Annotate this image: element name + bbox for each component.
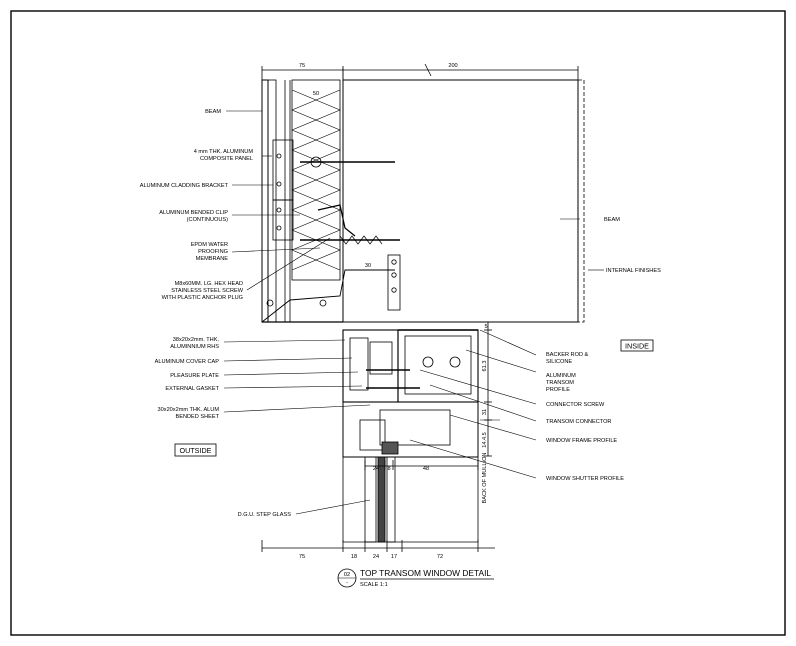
dimension-text: 75 200 50 30 75 18 24 17 72 24 8 48 5 61… bbox=[299, 63, 488, 560]
transom-profile bbox=[397, 329, 479, 403]
label-bended-clip-2: (CONTINUOUS) bbox=[187, 217, 228, 223]
dim-frame-24: 24 bbox=[373, 466, 379, 472]
concrete-beam bbox=[342, 79, 579, 323]
label-screw-1: M8x60MM. LG. HEX HEAD bbox=[175, 281, 243, 287]
sheet-border bbox=[10, 10, 786, 636]
label-beam-right: BEAM bbox=[604, 217, 620, 223]
label-pleasure-plate: PLEASURE PLATE bbox=[170, 373, 219, 379]
label-bended-sheet-1: 30x20x2mm THK. ALUM bbox=[158, 407, 220, 413]
title-block: 02 - TOP TRANSOM WINDOW DETAIL SCALE 1:1 bbox=[337, 568, 494, 588]
label-composite-panel-2: COMPOSITE PANEL bbox=[200, 156, 253, 162]
left-labels: BEAM 4 mm THK. ALUMINUM COMPOSITE PANEL … bbox=[140, 109, 292, 518]
label-epdm-2: PROOFING bbox=[198, 249, 228, 255]
dim-frame-8: 8 bbox=[387, 466, 390, 472]
leader-lines bbox=[223, 110, 604, 515]
dim-side-5: 5 bbox=[484, 324, 487, 330]
inside-label: INSIDE bbox=[625, 342, 649, 351]
composite-panel bbox=[261, 79, 269, 323]
label-backer-rod-2: SILICONE bbox=[546, 359, 572, 365]
label-transom-connector: TRANSOM CONNECTOR bbox=[546, 419, 611, 425]
label-cover-cap: ALUMINUM COVER CAP bbox=[155, 359, 220, 365]
label-window-frame: WINDOW FRAME PROFILE bbox=[546, 438, 617, 444]
dim-bottom-17: 17 bbox=[391, 554, 397, 560]
cover-cap bbox=[342, 329, 399, 403]
dim-side-61: 61.3 bbox=[482, 361, 488, 372]
right-labels: BEAM INTERNAL FINISHES BACKER ROD & SILI… bbox=[546, 217, 661, 482]
dim-side-14: 14.4.5 bbox=[482, 432, 488, 448]
label-screw-3: WITH PLASTIC ANCHOR PLUG bbox=[162, 295, 243, 301]
label-connector-screw: CONNECTOR SCREW bbox=[546, 402, 605, 408]
label-dgu-glass: D.G.U. STEP GLASS bbox=[238, 512, 292, 518]
dim-inner-50: 50 bbox=[313, 91, 319, 97]
outside-box: OUTSIDE bbox=[174, 443, 217, 457]
inside-box: INSIDE bbox=[620, 339, 654, 352]
label-rhs-1: 38x20x2mm. THK. bbox=[173, 337, 220, 343]
dim-frame-48: 48 bbox=[423, 466, 429, 472]
title-text: TOP TRANSOM WINDOW DETAIL bbox=[360, 568, 491, 578]
back-of-mullion-note: BACK OF MULLION bbox=[482, 453, 488, 504]
label-epdm-1: EPDM WATER bbox=[191, 242, 228, 248]
detail-geometry bbox=[261, 63, 585, 552]
label-internal-finishes: INTERNAL FINISHES bbox=[606, 268, 661, 274]
label-rhs-2: ALUMINNIUM RHS bbox=[170, 344, 219, 350]
dim-bottom-24: 24 bbox=[373, 554, 379, 560]
label-bended-sheet-2: BENDED SHEET bbox=[175, 414, 219, 420]
label-screw-2: STAINLESS STEEL SCREW bbox=[171, 288, 244, 294]
label-external-gasket: EXTERNAL GASKET bbox=[165, 386, 219, 392]
dim-inner-30: 30 bbox=[365, 263, 371, 269]
outside-label: OUTSIDE bbox=[180, 446, 212, 455]
label-bended-clip-1: ALUMINUM BENDED CLIP bbox=[159, 210, 228, 216]
dim-bottom-72: 72 bbox=[437, 554, 443, 560]
label-window-shutter: WINDOW SHUTTER PROFILE bbox=[546, 476, 624, 482]
dim-bottom-18: 18 bbox=[351, 554, 357, 560]
dim-top-200: 200 bbox=[448, 63, 457, 69]
title-number: 02 bbox=[344, 572, 350, 578]
label-cladding-bracket: ALUMINUM CLADDING BRACKET bbox=[140, 183, 229, 189]
title-scale: SCALE 1:1 bbox=[360, 582, 388, 588]
label-transom-1: ALUMINUM bbox=[546, 373, 576, 379]
label-transom-2: TRANSOM bbox=[546, 380, 574, 386]
insulation bbox=[291, 79, 341, 281]
label-backer-rod-1: BACKER ROD & bbox=[546, 352, 589, 358]
title-sheet: - bbox=[346, 580, 348, 586]
label-beam-left: BEAM bbox=[205, 109, 221, 115]
label-composite-panel-1: 4 mm THK. ALUMINUM bbox=[194, 149, 254, 155]
dim-side-31: 31 bbox=[482, 409, 488, 415]
dim-top-75: 75 bbox=[299, 63, 305, 69]
label-epdm-3: MEMBRANE bbox=[196, 256, 229, 262]
label-transom-3: PROFILE bbox=[546, 387, 570, 393]
dim-bottom-75: 75 bbox=[299, 554, 305, 560]
